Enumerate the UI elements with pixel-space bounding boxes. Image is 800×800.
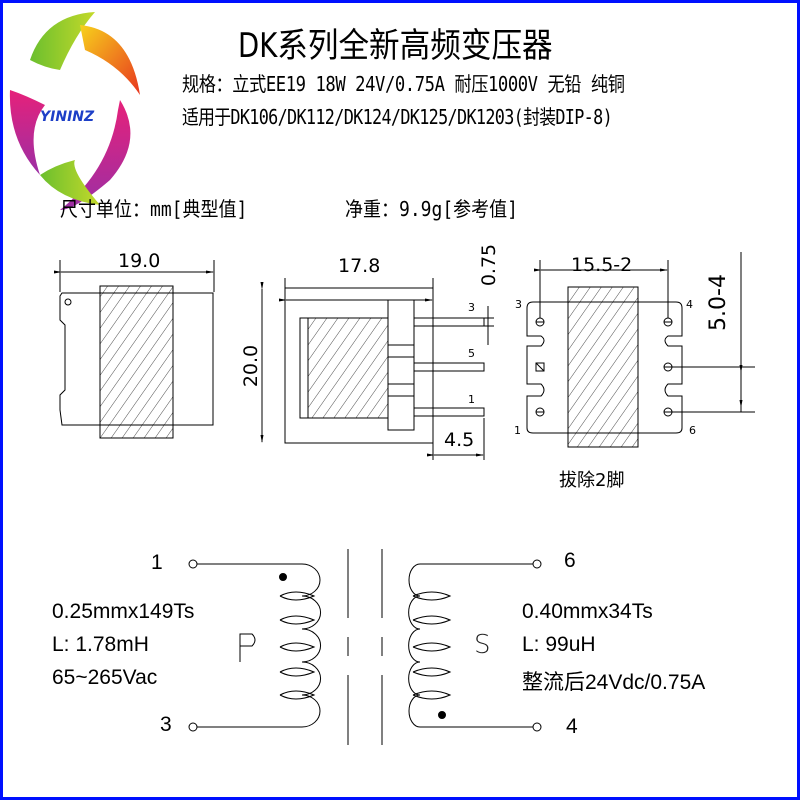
yininz-logo: YININZ xyxy=(9,12,140,210)
secondary-wire: 0.40mmx34Ts xyxy=(522,600,653,623)
unit-note: 尺寸单位：mm[典型值] xyxy=(60,197,248,221)
secondary-inductance: L: 99uH xyxy=(522,633,596,656)
front-view xyxy=(54,260,215,439)
primary-input: 65~265Vac xyxy=(52,666,158,689)
secondary-coil xyxy=(408,559,542,732)
core-lines xyxy=(347,549,383,745)
dim-side-height: 20.0 xyxy=(240,344,263,388)
bottom-pin-label: 4 xyxy=(686,298,693,311)
bottom-pin-label: 1 xyxy=(514,424,521,437)
side-pin-label: 1 xyxy=(468,393,475,406)
bottom-view xyxy=(526,252,755,448)
secondary-output: 整流后24Vdc/0.75A xyxy=(522,671,706,694)
dim-bottom-pitch: 5.0-4 xyxy=(705,274,731,331)
secondary-label: S xyxy=(474,630,491,660)
bottom-pin-label: 3 xyxy=(515,298,522,311)
primary-inductance: L: 1.78mH xyxy=(52,633,149,656)
side-view xyxy=(260,278,494,460)
dim-pin-diameter: 0.75 xyxy=(478,243,501,287)
dim-side-width: 17.8 xyxy=(338,255,381,277)
primary-pin-bottom: 3 xyxy=(160,713,172,736)
secondary-pin-bottom: 4 xyxy=(566,715,578,738)
side-pin-label: 5 xyxy=(468,347,475,360)
primary-wire: 0.25mmx149Ts xyxy=(52,600,195,623)
secondary-pin-top: 6 xyxy=(564,549,576,572)
dim-bottom-span: 15.5-2 xyxy=(571,254,633,276)
transformer-schematic xyxy=(188,549,542,745)
svg-text:YININZ: YININZ xyxy=(40,109,95,125)
weight-note: 净重：9.9g[参考值] xyxy=(345,197,519,221)
removed-pin-note: 拔除2脚 xyxy=(559,470,625,491)
bottom-pin-label: 6 xyxy=(689,424,696,437)
dim-front-width: 19.0 xyxy=(118,250,161,272)
spec-line: 规格：立式EE19 18W 24V/0.75A 耐压1000V 无铅 纯铜 xyxy=(182,72,625,96)
applicable-line: 适用于DK106/DK112/DK124/DK125/DK1203(封装DIP-… xyxy=(182,105,613,129)
primary-pin-top: 1 xyxy=(151,551,163,574)
page-title: DK系列全新高频变压器 xyxy=(238,26,553,66)
dim-pin-length: 4.5 xyxy=(444,429,475,451)
side-pin-label: 3 xyxy=(468,301,475,314)
primary-coil xyxy=(188,559,321,732)
